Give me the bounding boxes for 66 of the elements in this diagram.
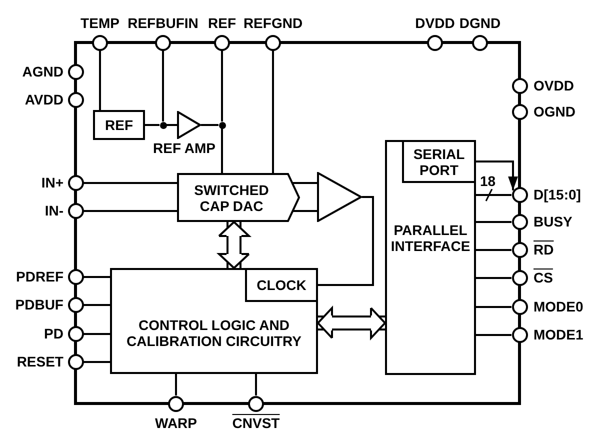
pin-label: REF bbox=[208, 16, 236, 30]
connector-line bbox=[84, 333, 110, 335]
block-label: SWITCHED CAP DAC bbox=[193, 182, 270, 214]
pin-label: OGND bbox=[534, 104, 576, 120]
connector-line bbox=[318, 196, 374, 286]
symbol-label: REF AMP bbox=[153, 141, 216, 156]
pin-label: DVDD bbox=[415, 16, 455, 30]
pin-label: CNVST bbox=[232, 416, 280, 430]
pin-label: OVDD bbox=[534, 78, 574, 94]
block-label: PARALLEL INTERFACE bbox=[390, 222, 472, 254]
pin-label: REFGND bbox=[243, 16, 303, 30]
connector-line bbox=[476, 334, 512, 336]
pin-label: RD bbox=[534, 242, 554, 258]
clock-block bbox=[245, 268, 318, 302]
connector-line bbox=[293, 210, 317, 212]
connector-line bbox=[166, 124, 177, 126]
arrow bbox=[476, 160, 518, 190]
connector-line bbox=[221, 50, 223, 122]
connector-line bbox=[84, 276, 110, 278]
pin-label: PD bbox=[44, 326, 64, 342]
connector-line bbox=[84, 182, 177, 184]
connector-line bbox=[84, 304, 110, 306]
block-label: CONTROL LOGIC AND CALIBRATION CIRCUITRY bbox=[126, 317, 302, 349]
connector-line bbox=[476, 194, 512, 196]
pin-label: RESET bbox=[16, 354, 64, 370]
connector-line bbox=[84, 361, 110, 363]
edge-label: 18 bbox=[479, 174, 497, 189]
connector-line bbox=[99, 50, 101, 110]
pin-label: IN+ bbox=[41, 176, 64, 190]
pin-label: MODE1 bbox=[534, 328, 584, 342]
chip-outline bbox=[74, 41, 521, 405]
connector-line bbox=[272, 50, 274, 173]
connector-line bbox=[162, 50, 164, 122]
connector-line bbox=[145, 124, 160, 126]
serial-port-block bbox=[402, 140, 476, 183]
connector-line bbox=[292, 182, 317, 184]
connector-line bbox=[476, 249, 512, 251]
connector-line bbox=[84, 210, 177, 212]
connector-line bbox=[476, 277, 512, 279]
pin-label: REFBUFIN bbox=[128, 16, 198, 30]
control-logic-block bbox=[110, 268, 318, 374]
junction-dot bbox=[218, 122, 226, 128]
block-label: REF bbox=[105, 117, 133, 133]
pin-label: DGND bbox=[459, 16, 501, 30]
pin-label: PDREF bbox=[16, 270, 64, 284]
connector-line bbox=[175, 374, 177, 396]
pin-label: AGND bbox=[22, 64, 64, 80]
connector-line bbox=[221, 128, 223, 173]
connector-line bbox=[255, 374, 257, 396]
pin-label: IN- bbox=[44, 204, 64, 218]
pin-label: AVDD bbox=[24, 92, 64, 108]
pin-label: D[15:0] bbox=[534, 188, 581, 202]
connector-line bbox=[476, 306, 512, 308]
connector-line bbox=[201, 124, 218, 126]
junction-dot bbox=[160, 122, 166, 128]
block-label: SERIAL PORT bbox=[412, 146, 466, 178]
connector-line bbox=[476, 221, 512, 223]
pin-label: TEMP bbox=[80, 16, 120, 30]
pin-label: BUSY bbox=[534, 214, 572, 230]
interface-block bbox=[385, 140, 476, 375]
reference-block bbox=[93, 110, 145, 140]
block-label: CLOCK bbox=[256, 277, 306, 293]
pin-label: PDBUF bbox=[15, 298, 64, 312]
pin-label: MODE0 bbox=[534, 300, 584, 314]
pin-label: CS bbox=[534, 270, 553, 286]
pin-label: WARP bbox=[155, 416, 197, 430]
